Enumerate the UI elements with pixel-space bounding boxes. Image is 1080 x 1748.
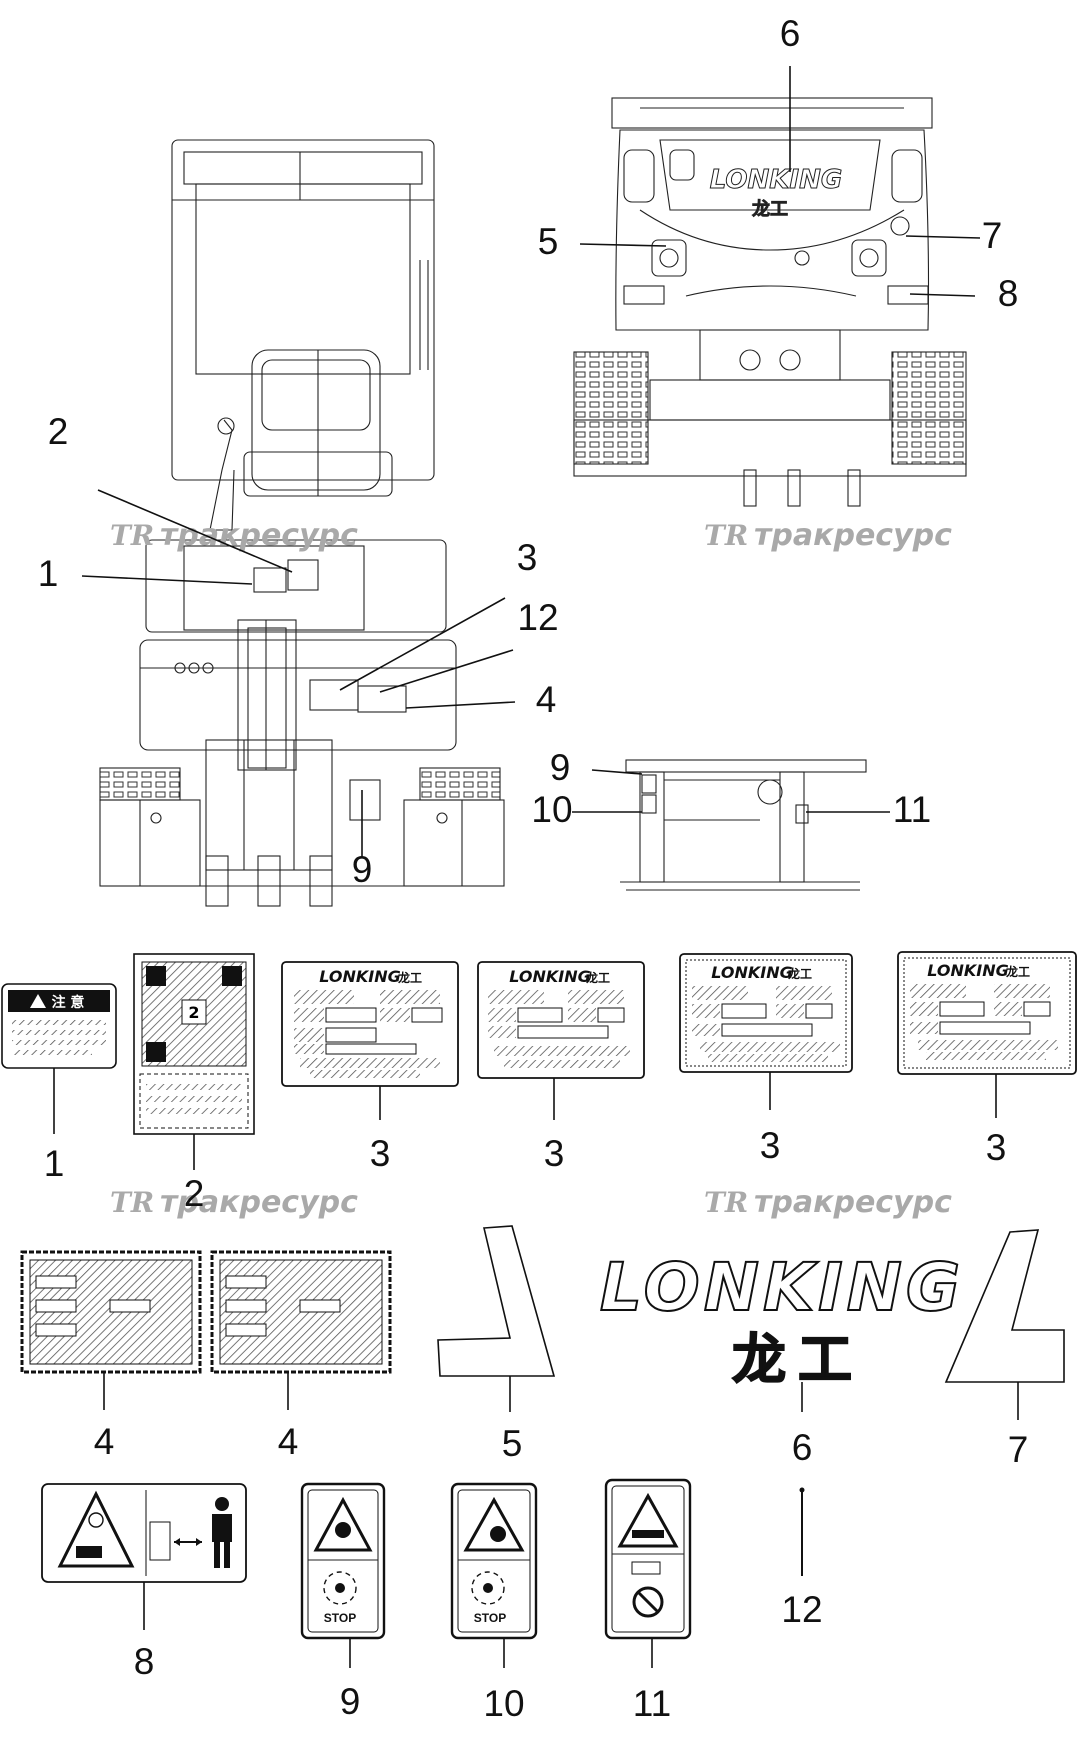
watermark-3: TR тракресурс xyxy=(110,1185,358,1220)
rear-brand-chinese: 龙工 xyxy=(752,198,788,220)
callout-9-front: 9 xyxy=(352,849,373,890)
svg-text:тракресурс: тракресурс xyxy=(160,1185,358,1220)
arm-side-view xyxy=(620,759,867,891)
callout-9-decal: 9 xyxy=(340,1681,361,1722)
svg-text:龙工: 龙工 xyxy=(1006,964,1030,979)
decal-3-nameplate-c: LONKING 龙工 3 xyxy=(679,953,853,1166)
decal-11-hand-warning: 11 xyxy=(604,1478,692,1724)
decal-10-rotation-warning: STOP 10 xyxy=(450,1482,538,1724)
callout-6-decal: 6 xyxy=(792,1427,813,1468)
top-callouts: 2 1 3 12 4 9 6 5 7 8 9 10 11 xyxy=(38,13,1019,890)
watermark-2: TR тракресурс xyxy=(704,518,952,553)
callout-1-top: 1 xyxy=(38,553,59,594)
decal-12-rivet: 12 xyxy=(781,1487,823,1630)
svg-text:龙工: 龙工 xyxy=(398,970,422,985)
callout-10-side: 10 xyxy=(531,789,572,830)
callout-8-decal: 8 xyxy=(134,1641,155,1682)
svg-text:LONKING: LONKING xyxy=(509,967,591,986)
caution-header-text: 注 意 xyxy=(52,994,85,1011)
callout-8-top: 8 xyxy=(998,273,1019,314)
svg-text:тракресурс: тракресурс xyxy=(754,1185,952,1220)
svg-text:тракресурс: тракресурс xyxy=(754,518,952,553)
decal-9-rotation-warning: STOP 9 xyxy=(300,1482,386,1722)
decal-7-right-stripe: 7 xyxy=(944,1229,1065,1470)
decal-10-stop-text: STOP xyxy=(474,1611,506,1625)
callout-9-side: 9 xyxy=(550,747,571,788)
decal-6-brand-chinese: 龙工 xyxy=(732,1328,864,1391)
decal-4-plate-b: 4 xyxy=(210,1250,392,1462)
decal-4-plate-a: 4 xyxy=(20,1250,202,1462)
rear-brand-text: LONKING xyxy=(710,165,842,195)
callout-3-decal-b: 3 xyxy=(544,1133,565,1174)
svg-text:LONKING: LONKING xyxy=(319,967,401,986)
callout-3-decal-d: 3 xyxy=(986,1127,1007,1168)
decal-6-brand-text: LONKING xyxy=(600,1249,964,1326)
callout-2-top: 2 xyxy=(48,411,69,452)
svg-text:LONKING: LONKING xyxy=(711,963,793,982)
callout-3-top: 3 xyxy=(517,537,538,578)
excavator-front-view xyxy=(99,139,505,907)
svg-text:LONKING: LONKING xyxy=(927,961,1009,980)
decal-3-nameplate-a: LONKING 龙工 3 xyxy=(281,961,459,1174)
svg-text:TR: TR xyxy=(110,519,154,552)
watermark-4: TR тракресурс xyxy=(704,1185,952,1220)
decal-6-lonking-logo: LONKING 龙工 6 xyxy=(599,1248,964,1468)
svg-text:TR: TR xyxy=(704,519,748,552)
svg-text:2: 2 xyxy=(188,1003,199,1022)
decal-9-stop-text: STOP xyxy=(324,1611,356,1625)
callout-6-top: 6 xyxy=(780,13,801,54)
decal-8-crush-warning: 8 xyxy=(41,1483,247,1682)
svg-text:тракресурс: тракресурс xyxy=(160,518,358,553)
svg-text:TR: TR xyxy=(110,1186,154,1219)
callout-11-decal: 11 xyxy=(633,1683,671,1724)
callout-4-top: 4 xyxy=(536,679,557,720)
decal-3-nameplate-d: LONKING 龙工 3 xyxy=(897,951,1077,1168)
excavator-rear-view: LONKING 龙工 xyxy=(573,97,967,507)
decal-1-caution: 注 意 1 xyxy=(1,983,117,1184)
callout-7-top: 7 xyxy=(982,215,1003,256)
callout-3-decal-a: 3 xyxy=(370,1133,391,1174)
callout-7-decal: 7 xyxy=(1008,1429,1029,1470)
leader-lines xyxy=(81,66,981,858)
callout-5-decal: 5 xyxy=(502,1423,523,1464)
watermark-1: TR тракресурс xyxy=(110,518,358,553)
decal-5-left-stripe: 5 xyxy=(437,1225,556,1464)
svg-text:龙工: 龙工 xyxy=(788,966,812,981)
callout-4-decal-a: 4 xyxy=(94,1421,115,1462)
decal-3-nameplate-b: LONKING 龙工 3 xyxy=(477,961,645,1174)
decal-2-qr-notice: 2 2 xyxy=(133,953,255,1214)
svg-text:龙工: 龙工 xyxy=(586,970,610,985)
callout-12-decal: 12 xyxy=(781,1589,822,1630)
callout-12-top: 12 xyxy=(517,597,558,638)
callout-11-side: 11 xyxy=(893,789,931,830)
svg-text:TR: TR xyxy=(704,1186,748,1219)
callout-2-decal: 2 xyxy=(184,1173,205,1214)
callout-5-top: 5 xyxy=(538,221,559,262)
callout-1-decal: 1 xyxy=(44,1143,65,1184)
callout-10-decal: 10 xyxy=(483,1683,524,1724)
callout-3-decal-c: 3 xyxy=(760,1125,781,1166)
callout-4-decal-b: 4 xyxy=(278,1421,299,1462)
